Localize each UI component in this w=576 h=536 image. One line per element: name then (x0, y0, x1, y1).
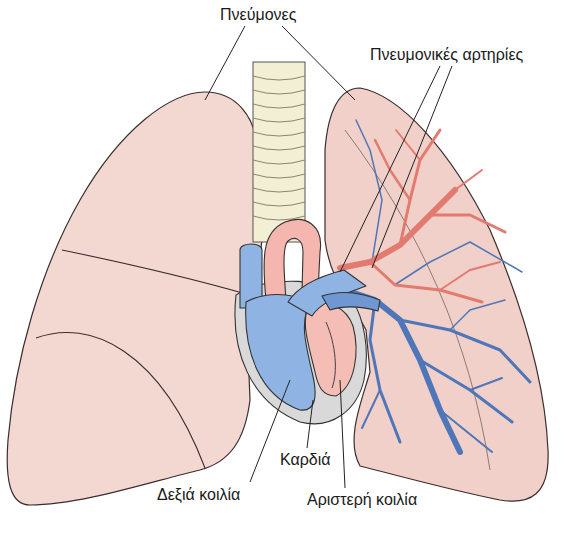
ventricle-wall (326, 322, 335, 388)
leader-line (340, 380, 345, 488)
organ-label: Καρδιά (278, 450, 333, 469)
trachea (253, 62, 305, 242)
part-label: Δεξιά κοιλία (155, 485, 242, 504)
left-ventricle (305, 302, 356, 396)
leader-line (340, 66, 440, 272)
lung-outline (7, 92, 262, 505)
pulmonary-vein-root (322, 293, 380, 311)
lung-fissure (36, 332, 205, 468)
part-label: Αριστερή κοιλία (305, 490, 419, 509)
pulmonary-veins (345, 120, 530, 452)
leader-line (372, 66, 452, 268)
left-lung (7, 92, 262, 505)
organ-label: Πνεύμονες (218, 5, 298, 24)
lung-fissure (62, 250, 246, 294)
leader-line (307, 400, 313, 448)
heart (235, 220, 380, 424)
pulmonary-arteries-tree (340, 130, 505, 302)
leader-lines (205, 26, 452, 488)
leader-line (282, 26, 355, 100)
vessel-label: Πνευμονικές αρτηρίες (368, 45, 525, 64)
leader-line (205, 26, 245, 100)
